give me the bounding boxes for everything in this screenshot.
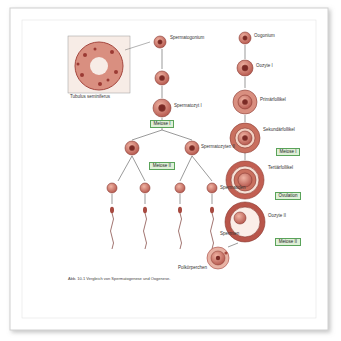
stage-box: Meiose II xyxy=(275,238,300,247)
stage-text: Ovulation xyxy=(278,193,297,198)
stage-box: Meiose I xyxy=(276,148,300,157)
stage-box: Meiose I xyxy=(150,120,174,129)
cell-label: Spermatozyten II xyxy=(201,145,235,150)
figure-caption: Abb. 10.1 Vergleich von Spermatogenese u… xyxy=(68,277,273,282)
cell-label: Oozyte II xyxy=(268,214,286,219)
stage-text: Meiose I xyxy=(153,121,170,126)
inset-caption: Tubulus seminiferus xyxy=(70,95,110,100)
stage-text: Meiose I xyxy=(279,149,296,154)
cell-label: Tertiärfollikel xyxy=(268,166,293,171)
cell-label: Spermien xyxy=(220,232,239,237)
cell-label: Primärfollikel xyxy=(260,98,286,103)
cell-label: Oozyte I xyxy=(256,64,273,69)
cell-label: Spermatozyt I xyxy=(174,104,202,109)
cell-label: Spermatiden xyxy=(220,186,246,191)
stage-box: Ovulation xyxy=(275,192,301,201)
cell-label: Spermatogonium xyxy=(170,36,204,41)
cell-label: Sekundärfollikel xyxy=(263,128,295,133)
stage-text: Meiose II xyxy=(153,163,171,168)
stage-box: Meiose II xyxy=(149,162,174,171)
cell-label: Oogonium xyxy=(254,34,275,39)
cell-label: Polkörperchen xyxy=(178,266,207,271)
stage-text: Meiose II xyxy=(279,239,297,244)
